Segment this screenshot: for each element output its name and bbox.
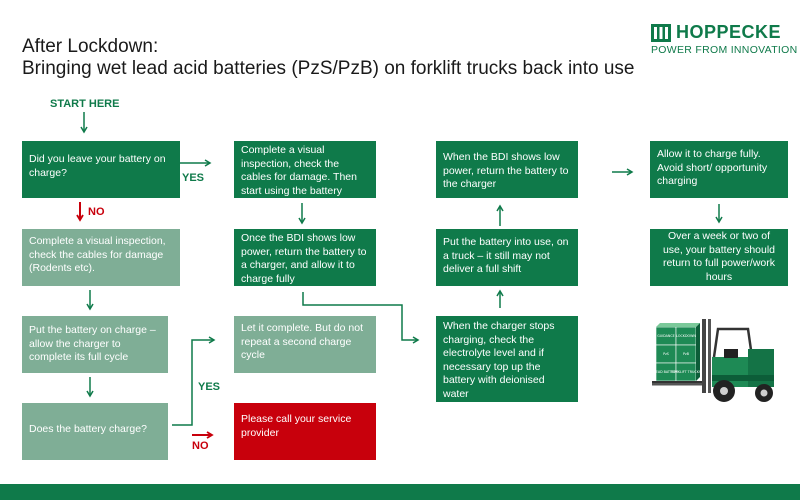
battery-label-lockdown: LOCKDOWN	[676, 334, 696, 338]
step-return-to-full-power: Over a week or two of use, your battery …	[650, 229, 788, 286]
start-here-label: START HERE	[50, 98, 120, 110]
brand-name: HOPPECKE	[676, 22, 782, 42]
yes-label-2: YES	[198, 381, 221, 393]
step-let-it-complete: Let it complete. But do not repeat a sec…	[234, 316, 376, 373]
step-bdi-return-to-charger: Once the BDI shows low power, return the…	[234, 229, 376, 286]
footer-bar	[0, 484, 800, 500]
step-visual-inspection-rodents: Complete a visual inspection, check the …	[22, 229, 180, 286]
step-put-into-use-on-truck: Put the battery into use, on a truck – i…	[436, 229, 578, 286]
battery-label-pzs: PzS	[663, 352, 669, 356]
question-left-on-charge: Did you leave your battery on charge?	[22, 141, 180, 198]
title-line-1: After Lockdown:	[22, 36, 159, 57]
yes-label-1: YES	[182, 172, 205, 184]
step-allow-full-charge: Allow it to charge fully. Avoid short/ o…	[650, 141, 788, 198]
no-label-1: NO	[88, 206, 105, 218]
forklift-illustration: GUIDANCE LOCKDOWN PzS PzB LEAD BATTERY F…	[652, 319, 774, 402]
battery-label-pzb: PzB	[683, 352, 690, 356]
hoppecke-logo-icon	[651, 24, 671, 42]
battery-label-forklift-trucks: FORKLIFT TRUCKS	[671, 370, 701, 374]
battery-label-lead-battery: LEAD BATTERY	[654, 370, 679, 374]
question-battery-charges: Does the battery charge?	[22, 403, 168, 460]
step-call-service-provider: Please call your service provider	[234, 403, 376, 460]
title-line-2: Bringing wet lead acid batteries (PzS/Pz…	[22, 58, 635, 79]
step-put-on-charge: Put the battery on charge – allow the ch…	[22, 316, 168, 373]
battery-label-guidance: GUIDANCE	[657, 334, 675, 338]
step-visual-inspection-start-use: Complete a visual inspection, check the …	[234, 141, 376, 198]
step-check-electrolyte: When the charger stops charging, check t…	[436, 316, 578, 402]
no-label-2: NO	[192, 440, 209, 452]
step-bdi-return-to-charger-2: When the BDI shows low power, return the…	[436, 141, 578, 198]
brand-tagline: POWER FROM INNOVATION	[651, 44, 798, 56]
